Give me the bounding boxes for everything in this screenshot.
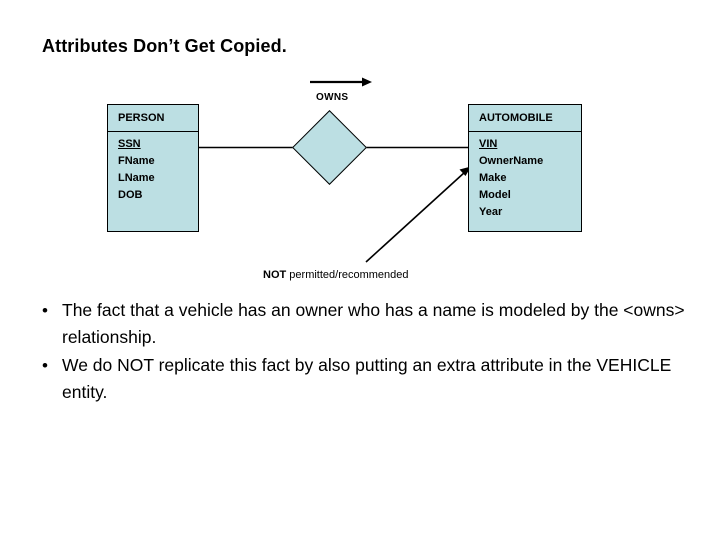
attribute-model: Model [479,189,511,201]
list-item: • We do NOT replicate this fact by also … [36,352,686,406]
attribute-year: Year [479,206,503,218]
diagram-connectors [199,77,471,263]
entity-person-title: PERSON [108,105,198,132]
entity-automobile-title: AUTOMOBILE [469,105,581,132]
not-permitted-annotation: NOT permitted/recommended [263,269,409,281]
attribute-ownername: OwnerName [479,155,544,167]
not-permitted-rest: permitted/recommended [286,269,409,281]
attribute-vin: VIN [479,138,498,150]
attribute-dob: DOB [118,189,143,201]
relationship-owns-label: OWNS [316,92,349,103]
bullet-marker: • [42,356,48,375]
entity-automobile-attributes: VIN OwnerName Make Model Year [469,132,581,221]
er-diagram: PERSON SSN FName LName DOB AUTOMOBILE VI… [107,77,582,281]
bullet-marker: • [42,301,48,320]
list-item: • The fact that a vehicle has an owner w… [36,297,686,351]
entity-person[interactable]: PERSON SSN FName LName DOB [107,104,199,232]
attribute-make: Make [479,172,507,184]
right-arrow-icon [310,77,372,87]
bullet-text: The fact that a vehicle has an owner who… [62,300,685,347]
bullet-text: We do NOT replicate this fact by also pu… [62,355,672,402]
page-title: Attributes Don’t Get Copied. [42,36,287,56]
entity-person-attributes: SSN FName LName DOB [108,132,198,204]
attribute-lname: LName [118,172,155,184]
attribute-fname: FName [118,155,155,167]
not-permitted-pointer-arrow [365,166,471,263]
attribute-ssn: SSN [118,138,141,150]
bullet-list: • The fact that a vehicle has an owner w… [36,297,686,407]
not-permitted-emphasis: NOT [263,269,287,281]
entity-automobile[interactable]: AUTOMOBILE VIN OwnerName Make Model Year [468,104,582,232]
